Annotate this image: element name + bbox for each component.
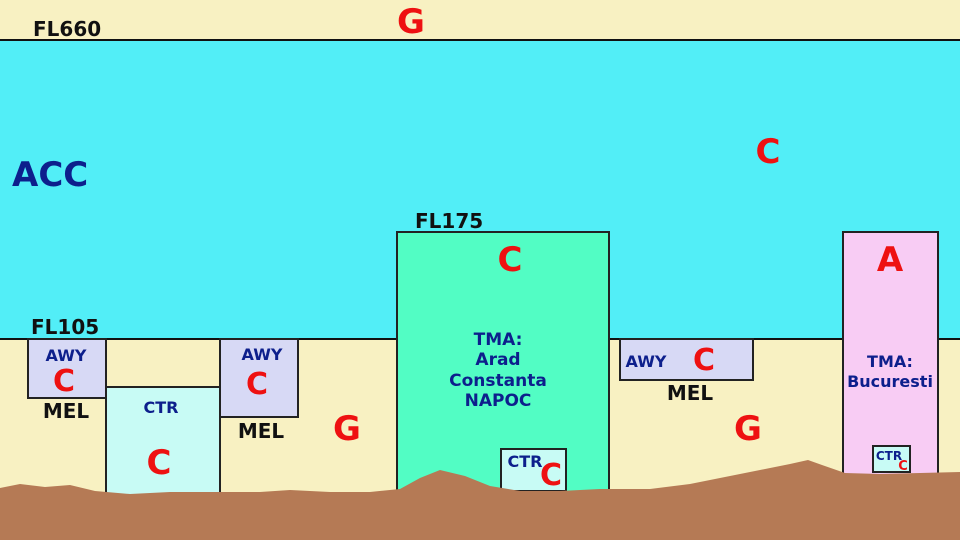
mid-awy-label: AWY	[242, 345, 283, 364]
mid-awy-class: C	[246, 367, 268, 402]
tma-center-ctr-class: C	[540, 458, 562, 493]
above-fl660-class: G	[397, 2, 425, 42]
tma-center-ctr-label: CTR	[508, 452, 543, 471]
acc-label: ACC	[12, 155, 88, 195]
right-awy-box	[619, 338, 754, 381]
fl660-label: FL660	[33, 17, 101, 41]
left-ctr-zone: CTR C	[105, 386, 221, 500]
tma-bucuresti-ctr-class: C	[898, 459, 908, 474]
right-awy-label: AWY	[626, 352, 667, 371]
tma-bucuresti-class: A	[877, 240, 904, 280]
left-awy-box	[27, 338, 107, 399]
fl175-label: FL175	[415, 209, 483, 233]
lower-g-class-left: G	[333, 409, 361, 449]
left-ctr-class: C	[147, 443, 172, 483]
mid-awy-zone: AWY C MEL	[219, 338, 299, 443]
left-awy-label: AWY	[46, 346, 87, 365]
tma-center-line-3: Constanta	[449, 371, 547, 391]
left-ctr-label: CTR	[144, 398, 179, 417]
tma-center-line-4: NAPOC	[465, 391, 532, 411]
lower-g-class-right: G	[734, 409, 762, 449]
tma-bucuresti-line-1: TMA:	[867, 352, 913, 371]
tma-bucuresti-ctr-box	[872, 445, 911, 473]
left-awy-mel: MEL	[43, 399, 90, 423]
tma-bucuresti-box	[842, 231, 939, 476]
tma-center-line-2: Arad	[475, 350, 520, 370]
right-awy-class: C	[693, 343, 715, 378]
tma-bucuresti-line-2: Bucuresti	[847, 372, 933, 391]
tma-bucuresti-ctr-label: CTR	[876, 449, 902, 463]
mid-awy-mel: MEL	[238, 419, 285, 443]
right-awy-mel: MEL	[667, 381, 714, 405]
mid-awy-box	[219, 338, 299, 418]
tma-center-zone: C TMA: Arad Constanta NAPOC CTR C	[396, 231, 610, 495]
fl105-label: FL105	[31, 315, 99, 339]
acc-class: C	[756, 132, 781, 172]
tma-center-line-1: TMA:	[474, 330, 523, 350]
terrain-ground	[0, 460, 960, 540]
left-awy-zone: AWY C MEL	[27, 338, 107, 423]
tma-center-ctr-box	[500, 448, 567, 492]
right-awy-zone: AWY C MEL	[619, 338, 754, 405]
tma-center-class: C	[498, 240, 523, 280]
tma-bucuresti-zone: A TMA: Bucuresti CTR C	[842, 231, 939, 476]
left-awy-class: C	[53, 364, 75, 399]
